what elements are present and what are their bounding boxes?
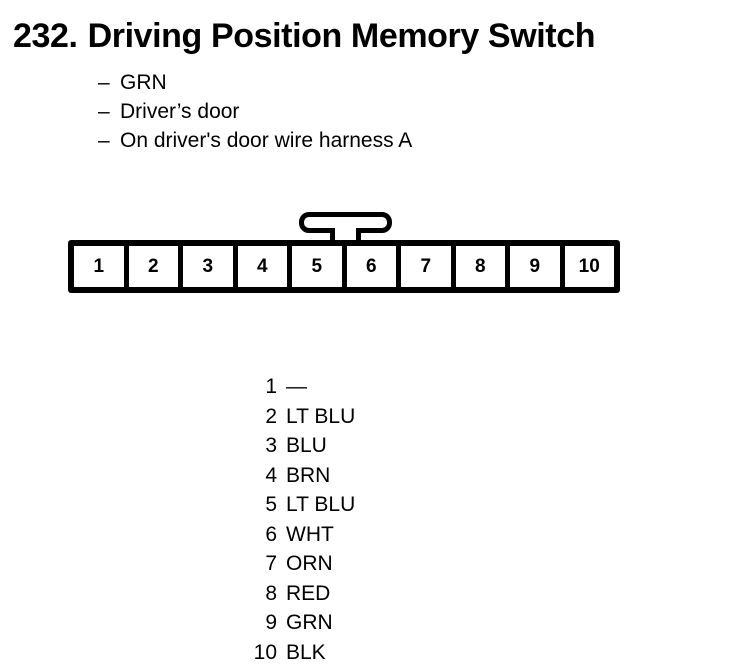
connector-pin-cell: 10 [564, 246, 614, 287]
pin-number: 8 [265, 581, 277, 605]
pin-wire-color: — [286, 375, 307, 398]
pin-number: 3 [265, 434, 277, 457]
connector-diagram: 1 2 3 4 5 6 7 8 9 10 [68, 210, 620, 295]
page-title: 232.Driving Position Memory Switch [13, 16, 595, 56]
pin-wire-color: GRN [286, 611, 333, 634]
dash-icon: – [98, 100, 110, 123]
table-row: 9 GRN [200, 608, 460, 638]
table-row: 7 ORN [200, 549, 460, 579]
connector-pin-cell: 3 [183, 246, 233, 287]
pin-wire-color: ORN [286, 552, 333, 575]
list-item: – Driver’s door [98, 97, 658, 126]
list-item: – On driver's door wire harness A [98, 126, 658, 155]
entry-number: 232. [13, 17, 78, 55]
pin-wire-color: RED [286, 581, 331, 605]
connector-pin-cell: 6 [346, 246, 396, 287]
pin-color-table: 1 — 2 LT BLU 3 BLU 4 BRN 5 LT BLU 6 WHT … [200, 372, 460, 667]
pin-wire-color: BRN [286, 463, 331, 487]
pin-number: 9 [265, 611, 277, 634]
connector-pin-cell: 2 [128, 246, 178, 287]
table-row: 10 BLK [200, 638, 460, 668]
table-row: 4 BRN [200, 461, 460, 491]
detail-list: – GRN – Driver’s door – On driver's door… [98, 68, 658, 155]
pin-wire-color: LT BLU [286, 493, 356, 516]
connector-pin-cell: 4 [237, 246, 287, 287]
connector-pin-cell: 5 [292, 246, 342, 287]
pin-number: 4 [265, 463, 277, 487]
dash-icon: – [98, 129, 110, 152]
connector-body: 1 2 3 4 5 6 7 8 9 10 [68, 240, 620, 293]
pin-number: 5 [265, 493, 277, 516]
dash-icon: – [98, 71, 110, 94]
table-row: 8 RED [200, 579, 460, 609]
pin-wire-color: LT BLU [286, 404, 356, 428]
table-row: 5 LT BLU [200, 490, 460, 520]
table-row: 6 WHT [200, 520, 460, 550]
table-row: 3 BLU [200, 431, 460, 461]
list-item-label: GRN [120, 71, 167, 94]
pin-wire-color: WHT [286, 522, 334, 546]
list-item-label: On driver's door wire harness A [120, 129, 413, 152]
pin-wire-color: BLU [286, 434, 327, 457]
pin-number: 7 [265, 552, 277, 575]
connector-pin-cell: 7 [401, 246, 451, 287]
connector-locking-tab-icon [299, 212, 392, 244]
pin-wire-color: BLK [286, 640, 326, 664]
table-row: 2 LT BLU [200, 402, 460, 432]
table-row: 1 — [200, 372, 460, 402]
connector-pin-cell: 8 [455, 246, 505, 287]
list-item-label: Driver’s door [120, 100, 240, 123]
pin-number: 1 [265, 375, 277, 398]
pin-number: 6 [265, 522, 277, 546]
pin-number: 10 [253, 640, 277, 664]
connector-pin-cell: 1 [74, 246, 124, 287]
entry-title: Driving Position Memory Switch [87, 17, 596, 55]
pin-number: 2 [265, 404, 277, 428]
list-item: – GRN [98, 68, 658, 97]
connector-pin-cell: 9 [510, 246, 560, 287]
